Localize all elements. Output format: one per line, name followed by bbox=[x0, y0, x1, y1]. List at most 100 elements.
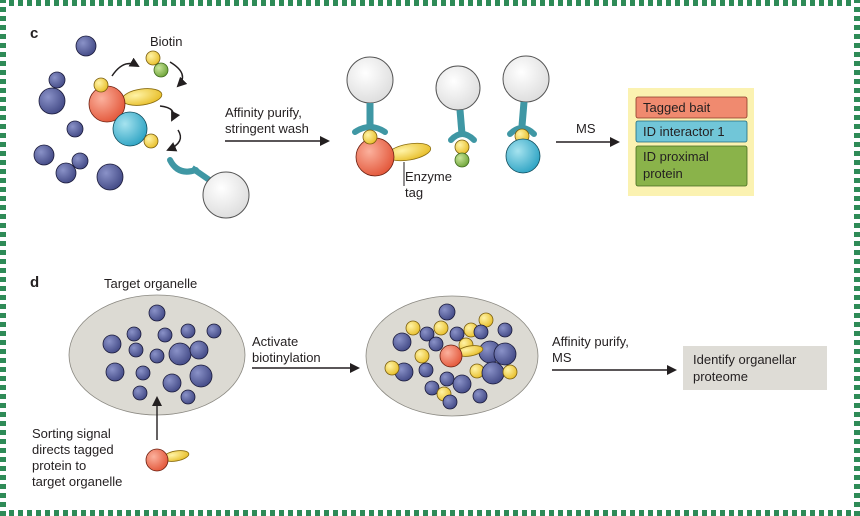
captured-proximal bbox=[435, 65, 481, 168]
bead bbox=[502, 55, 550, 103]
activate-line2: biotinylation bbox=[252, 350, 321, 365]
streptavidin-bead bbox=[167, 157, 250, 219]
protein bbox=[180, 389, 196, 405]
sorting-line4: target organelle bbox=[32, 474, 122, 489]
protein bbox=[157, 327, 173, 343]
frame-border-top bbox=[0, 0, 860, 6]
protein bbox=[206, 323, 222, 339]
legend-id-proximal bbox=[635, 145, 748, 187]
bead bbox=[346, 56, 394, 104]
protein bbox=[497, 322, 513, 338]
free-biotin bbox=[145, 50, 161, 66]
activate-line1: Activate bbox=[252, 334, 298, 349]
captured-bait bbox=[346, 56, 432, 177]
streptavidin-cup bbox=[167, 157, 199, 175]
protein bbox=[66, 120, 84, 138]
curved-arrow bbox=[159, 105, 181, 122]
biotin bbox=[93, 77, 109, 93]
tagged-bait bbox=[355, 137, 395, 177]
result-line1: Identify organellar bbox=[693, 352, 797, 367]
protein bbox=[48, 71, 66, 89]
protein bbox=[135, 365, 151, 381]
protein bbox=[452, 374, 472, 394]
protein bbox=[149, 348, 165, 364]
bead bbox=[202, 171, 250, 219]
biotin bbox=[143, 133, 159, 149]
protein bbox=[481, 361, 505, 385]
biotin bbox=[405, 320, 421, 336]
biotin bbox=[414, 348, 430, 364]
biotin bbox=[433, 320, 449, 336]
sorting-line3: protein to bbox=[32, 458, 86, 473]
target-organelle-label: Target organelle bbox=[104, 276, 197, 291]
affinity-purify-line1: Affinity purify, bbox=[225, 105, 302, 120]
streptavidin-cup bbox=[352, 124, 388, 135]
protein bbox=[33, 144, 55, 166]
sorting-line1: Sorting signal bbox=[32, 426, 111, 441]
biotin bbox=[454, 139, 470, 155]
protein bbox=[71, 152, 89, 170]
protein bbox=[128, 342, 144, 358]
legend-tagged-bait-text: Tagged bait bbox=[643, 100, 711, 115]
frame-border-bottom bbox=[0, 510, 860, 516]
frame-border-right bbox=[854, 0, 860, 516]
bait-complex bbox=[88, 50, 188, 152]
target-organelle bbox=[68, 294, 246, 416]
biotin bbox=[502, 364, 518, 380]
frame-border-left bbox=[0, 0, 6, 516]
protein bbox=[449, 326, 465, 342]
protein bbox=[493, 342, 517, 366]
legend-tagged-bait bbox=[635, 96, 748, 119]
protein bbox=[132, 385, 148, 401]
curved-arrow bbox=[111, 57, 140, 77]
protein bbox=[189, 364, 213, 388]
panel-d-label: d bbox=[30, 274, 39, 291]
protein bbox=[148, 304, 166, 322]
legend-id-proximal-line1: ID proximal bbox=[643, 149, 709, 164]
biotin-label: Biotin bbox=[150, 34, 183, 49]
legend-id-interactor-text: ID interactor 1 bbox=[643, 124, 725, 139]
protein bbox=[419, 326, 435, 342]
protein bbox=[102, 334, 122, 354]
affinity-ms-line1: Affinity purify, bbox=[552, 334, 629, 349]
protein bbox=[168, 342, 192, 366]
protein bbox=[438, 303, 456, 321]
linker bbox=[518, 101, 528, 127]
legend-id-proximal-line2: protein bbox=[643, 166, 683, 181]
interactor-protein bbox=[112, 111, 148, 147]
enzyme-tag-line2: tag bbox=[405, 185, 423, 200]
streptavidin-cup bbox=[507, 125, 537, 137]
ms-label: MS bbox=[576, 121, 596, 136]
enzyme-tag-line1: Enzyme bbox=[405, 169, 452, 184]
protein bbox=[392, 332, 412, 352]
protein bbox=[424, 380, 440, 396]
result-line2: proteome bbox=[693, 369, 748, 384]
ms-results-legend: Tagged bait ID interactor 1 ID proximal … bbox=[628, 88, 754, 196]
protein bbox=[96, 163, 124, 191]
protein bbox=[126, 326, 142, 342]
interactor-protein bbox=[505, 138, 541, 174]
protein bbox=[55, 162, 77, 184]
panel-c-label: c bbox=[30, 25, 38, 42]
affinity-ms-line2: MS bbox=[552, 350, 572, 365]
protein bbox=[472, 388, 488, 404]
protein bbox=[180, 323, 196, 339]
biotin bbox=[384, 360, 400, 376]
curved-arrow bbox=[166, 129, 182, 152]
result-box bbox=[683, 346, 827, 390]
captured-interactor bbox=[502, 55, 550, 174]
protein bbox=[428, 336, 444, 352]
biotinylated-organelle bbox=[365, 295, 539, 417]
sorting-line2: directs tagged bbox=[32, 442, 114, 457]
protein bbox=[38, 87, 66, 115]
protein bbox=[473, 324, 489, 340]
proximal-protein bbox=[454, 152, 470, 168]
bead bbox=[435, 65, 481, 111]
protein bbox=[418, 362, 434, 378]
tagged-bait bbox=[439, 344, 463, 368]
cell-lysate-proteins bbox=[33, 35, 124, 191]
curved-arrow bbox=[169, 61, 188, 88]
protein bbox=[442, 394, 458, 410]
